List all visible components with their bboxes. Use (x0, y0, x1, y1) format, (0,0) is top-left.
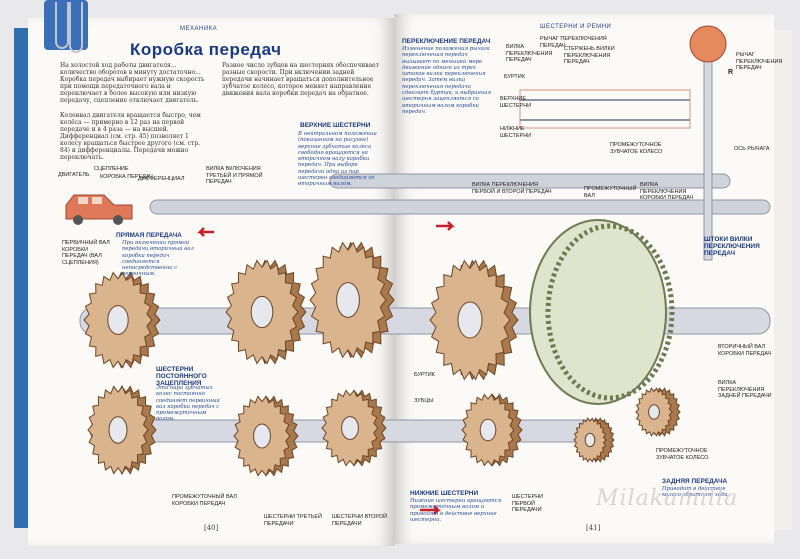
cover-edge (774, 30, 792, 530)
intro-paragraph: На холостой ход работы двигателя... коли… (60, 62, 205, 104)
gear (461, 393, 523, 467)
label-mid-gear: ПРОМЕЖУТОЧНОЕ ЗУБЧАТОЕ КОЛЕСО (610, 142, 663, 155)
label-third-gears: ШЕСТЕРНИ ТРЕТЬЕЙ ПЕРЕДАЧИ (264, 514, 322, 527)
gear (635, 387, 681, 437)
gear (573, 417, 615, 463)
gearbox-schematic (519, 89, 691, 129)
gear (87, 385, 157, 475)
shift-heading: ПЕРЕКЛЮЧЕНИЕ ПЕРЕДАЧ (402, 38, 491, 45)
paper-clip-icon (44, 0, 88, 53)
intro-paragraph-2: Коленвал двигателя вращается быстро, чем… (60, 112, 201, 161)
upper-gears-text: В нейтральном положении (показанном на р… (298, 131, 377, 188)
constant-gears-text: Эта пара зубчатых колес постоянно соедин… (156, 385, 220, 423)
label-clutch: СЦЕПЛЕНИЕ (94, 166, 129, 172)
car-diagram (65, 194, 133, 225)
direct-gear-text: При включении прямой передачи вторичный … (122, 240, 194, 278)
gear (321, 389, 387, 467)
label-lever-fork: РЫЧАГ ПЕРЕКЛЮЧЕНИЯ ПЕРЕДАЧ (540, 36, 607, 49)
section-label: МЕХАНИКА (180, 26, 218, 32)
label-engine: ДВИГАТЕЛЬ (58, 172, 90, 178)
label-reverse-r: R (728, 69, 734, 76)
gear-set (83, 241, 681, 477)
page-number-right: [41] (586, 524, 601, 532)
label-first-gears: ШЕСТЕРНИ ПЕРВОЙ ПЕРЕДАЧИ (512, 494, 544, 513)
label-collar: БУРТИК (504, 74, 525, 80)
page-number-left: [40] (204, 524, 219, 532)
direct-gear-heading: ПРЯМАЯ ПЕРЕДАЧА (116, 232, 182, 239)
page-title: Коробка передач (130, 40, 282, 59)
constant-gears-heading: ШЕСТЕРНИ ПОСТОЯННОГО ЗАЦЕПЛЕНИЯ (156, 366, 207, 387)
label-rod-fork: СТЕРЖЕНЬ ВИЛКИ ПЕРЕКЛЮЧЕНИЯ ПЕРЕДАЧ (564, 46, 615, 65)
book-spine (14, 28, 30, 528)
label-fork-12: ВИЛКА ПЕРЕКЛЮЧЕНИЯ ПЕРВОЙ И ВТОРОЙ ПЕРЕД… (472, 182, 552, 195)
label-teeth: ЗУБЦЫ (414, 398, 434, 404)
label-lever: РЫЧАГ ПЕРЕКЛЮЧЕНИЯ ПЕРЕДАЧ (736, 52, 783, 71)
gear (83, 271, 161, 369)
gear (429, 259, 519, 381)
label-differential: ДИФФЕРЕНЦИАЛ (138, 176, 185, 182)
label-fork-reverse: ВИЛКА ПЕРЕКЛЮЧЕНИЯ ЗАДНЕЙ ПЕРЕДАЧИ (718, 380, 772, 399)
reverse-text: Приводит в действие колесо обратного ход… (662, 486, 730, 499)
column-two-text: Разное число зубцов на шестернях обеспеч… (222, 62, 380, 97)
gear (225, 259, 307, 365)
label-idler: ПРОМЕЖУТОЧНОЕ ЗУБЧАТОЕ КОЛЕСО (656, 448, 709, 461)
watermark: Milakamilla (596, 486, 739, 511)
label-output-shaft: ВТОРИЧНЫЙ ВАЛ КОРОБКИ ПЕРЕДАЧ (718, 344, 772, 357)
label-countershaft-right: ПРОМЕЖУТОЧНЫЙ ВАЛ (584, 186, 637, 199)
label-input-shaft: ПЕРВИЧНЫЙ ВАЛ КОРОБКИ ПЕРЕДАЧ (ВАЛ СЦЕПЛ… (62, 240, 110, 266)
label-lever-axis: ОСЬ РЫЧАГА (734, 146, 770, 152)
label-fork-r: ВИЛКА ПЕРЕКЛЮЧЕНИЯ КОРОБКИ ПЕРЕДАЧ (640, 182, 694, 201)
label-countershaft: ПРОМЕЖУТОЧНЫЙ ВАЛ КОРОБКИ ПЕРЕДАЧ (172, 494, 237, 507)
label-upper-gears: ВЕРХНИЕ ШЕСТЕРНИ (500, 96, 532, 109)
reverse-heading: ЗАДНЯЯ ПЕРЕДАЧА (662, 478, 728, 485)
gear (233, 395, 299, 477)
gear-lever (689, 25, 727, 261)
label-fork-34: ВИЛКА ВКЛЮЧЕНИЯ ТРЕТЬЕЙ И ПРЯМОЙ ПЕРЕДАЧ (206, 166, 263, 185)
upper-gears-heading: ВЕРХНИЕ ШЕСТЕРНИ (300, 122, 371, 129)
shift-text: Изменение положения рычага переключения … (402, 46, 492, 115)
lower-gears-heading: НИЖНИЕ ШЕСТЕРНИ (410, 490, 479, 497)
rods-heading: ШТОКИ ВИЛКИ ПЕРЕКЛЮЧЕНИЯ ПЕРЕДАЧ (704, 236, 760, 257)
label-second-gears: ШЕСТЕРНИ ВТОРОЙ ПЕРЕДАЧИ (332, 514, 388, 527)
label-lower-gears: НИЖНИЕ ШЕСТЕРНИ (500, 126, 532, 139)
label-gearbox: КОРОБКА ПЕРЕДАЧ (100, 174, 153, 180)
reverse-output-gear (529, 219, 675, 405)
gear (309, 241, 395, 359)
section-label-right: ШЕСТЕРНИ И РЕМНИ (540, 24, 612, 30)
label-fork-shift: ВИЛКА ПЕРЕКЛЮЧЕНИЯ ПЕРЕДАЧ (506, 44, 553, 63)
lower-gears-text: Нижние шестерни вращаются промежуточным … (410, 498, 502, 523)
direction-arrows (196, 221, 456, 515)
label-collar-2: БУРТИК (414, 372, 435, 378)
